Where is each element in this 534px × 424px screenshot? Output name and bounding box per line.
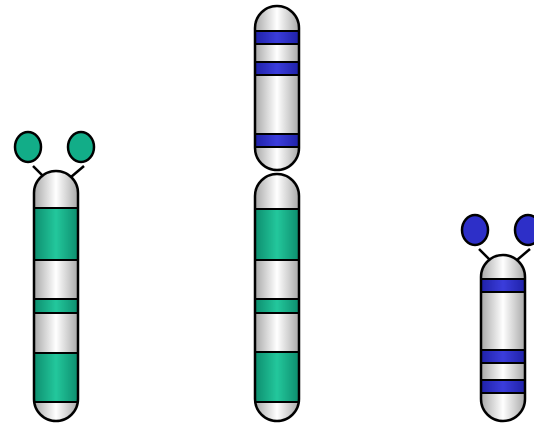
band — [255, 299, 299, 313]
lower-arm — [255, 174, 299, 421]
band — [255, 352, 299, 402]
satellite-left — [462, 215, 488, 245]
band — [34, 353, 78, 402]
band — [255, 209, 299, 260]
chromosome-right — [462, 215, 534, 421]
chromosome-left — [15, 132, 94, 421]
band — [255, 31, 299, 44]
band — [34, 208, 78, 260]
satellite-stalk-right — [71, 166, 84, 177]
chromosome-center — [255, 6, 299, 421]
satellite-left — [15, 132, 41, 162]
satellite-stalk-left — [479, 249, 490, 260]
band — [481, 380, 525, 393]
satellite-right — [68, 132, 94, 162]
band — [34, 299, 78, 313]
upper-arm — [255, 6, 299, 170]
band — [481, 279, 525, 292]
band — [481, 350, 525, 363]
satellite-stalk-right — [517, 249, 530, 260]
band — [255, 62, 299, 75]
band — [255, 134, 299, 147]
satellite-right — [515, 215, 534, 245]
